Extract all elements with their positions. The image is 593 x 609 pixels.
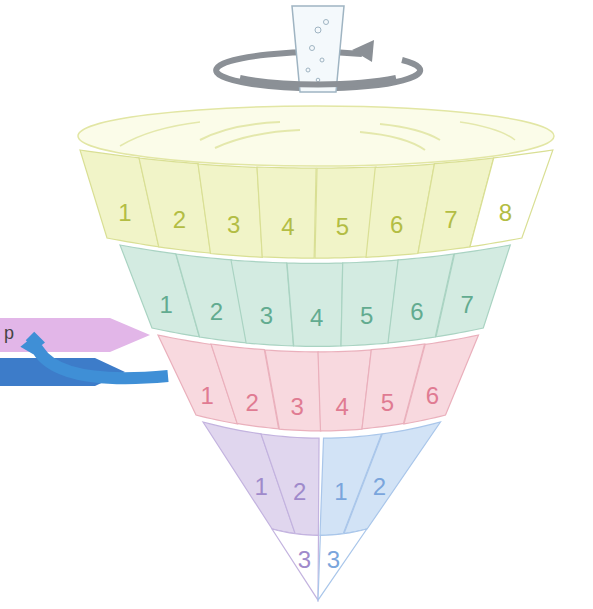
cell-number: 1 (160, 293, 173, 317)
cell-shape (231, 260, 293, 346)
cell-outline (257, 167, 316, 258)
cell-number: 1 (255, 475, 268, 499)
swirl (380, 124, 440, 140)
cell-shape (315, 167, 376, 258)
cell-number: 3 (327, 548, 340, 572)
cell-outline (315, 167, 376, 258)
cell-number: 5 (336, 215, 349, 239)
cell-shape (344, 422, 440, 534)
cell-shape (198, 164, 262, 257)
cell-number: 1 (200, 384, 213, 408)
number-cell: 2 (344, 422, 440, 534)
bubble (324, 20, 329, 25)
number-cell: 3 (318, 529, 367, 600)
number-cell: 3 (272, 529, 318, 600)
cell-number: 2 (173, 208, 186, 232)
cell-outline (265, 350, 321, 431)
cell-shape (272, 529, 318, 600)
cell-shape (470, 150, 553, 247)
number-cell: 5 (315, 167, 376, 258)
cell-number: 3 (291, 395, 304, 419)
number-cell: 4 (287, 263, 343, 346)
cell-outline (470, 150, 553, 247)
cell-outline (272, 529, 318, 600)
number-cell: 7 (436, 245, 510, 337)
cell-number: 6 (426, 384, 439, 408)
number-cell: 2 (261, 434, 319, 535)
cell-shape (436, 245, 510, 337)
cell-number: 2 (373, 475, 386, 499)
cell-number: 3 (260, 304, 273, 328)
cell-shape (261, 434, 319, 535)
cell-number: 5 (381, 391, 394, 415)
cell-number: 2 (293, 480, 306, 504)
swirl (360, 132, 425, 150)
cell-number: 7 (460, 293, 473, 317)
cell-number: 4 (310, 306, 323, 330)
cell-number: 7 (444, 208, 457, 232)
swirl (460, 122, 515, 140)
cell-outline (287, 263, 343, 346)
cell-shape (257, 167, 316, 258)
swirl (120, 122, 200, 146)
number-cell: 8 (470, 150, 553, 247)
cell-number: 1 (118, 201, 131, 225)
swirl (215, 130, 300, 148)
cell-number: 5 (360, 304, 373, 328)
glass (292, 6, 344, 92)
rotation-arrow (240, 78, 396, 84)
number-cell: 6 (404, 335, 479, 424)
number-cell: 3 (265, 350, 321, 431)
cell-number: 3 (227, 213, 240, 237)
pointer-label: p (4, 324, 14, 342)
cell-number: 6 (410, 300, 423, 324)
cell-number: 2 (210, 300, 223, 324)
cell-outline (404, 335, 479, 424)
cell-outline (261, 434, 319, 535)
bubble (316, 78, 320, 82)
cell-number: 8 (499, 201, 512, 225)
cell-number: 1 (334, 480, 347, 504)
cell-number: 6 (390, 213, 403, 237)
cell-number: 2 (245, 391, 258, 415)
cell-outline (436, 245, 510, 337)
bubble (320, 58, 324, 62)
rotation-arrowhead (352, 40, 374, 62)
cell-shape (404, 335, 479, 424)
number-cell: 3 (198, 164, 262, 257)
swirl (200, 122, 280, 140)
number-cell: 3 (231, 260, 293, 346)
blue-curve-arrow (30, 336, 168, 378)
bubble (310, 46, 315, 51)
cell-outline (318, 529, 367, 600)
cell-outline (198, 164, 262, 257)
cell-outline (231, 260, 293, 346)
cell-shape (318, 529, 367, 600)
cell-outline (344, 422, 440, 534)
number-cell: 4 (257, 167, 316, 258)
cell-number: 4 (281, 215, 294, 239)
bubble (315, 27, 321, 33)
top-disk (78, 106, 554, 166)
bubble (306, 68, 310, 72)
cell-number: 3 (298, 548, 311, 572)
cell-shape (287, 263, 343, 346)
cell-number: 4 (336, 395, 349, 419)
cell-shape (265, 350, 321, 431)
